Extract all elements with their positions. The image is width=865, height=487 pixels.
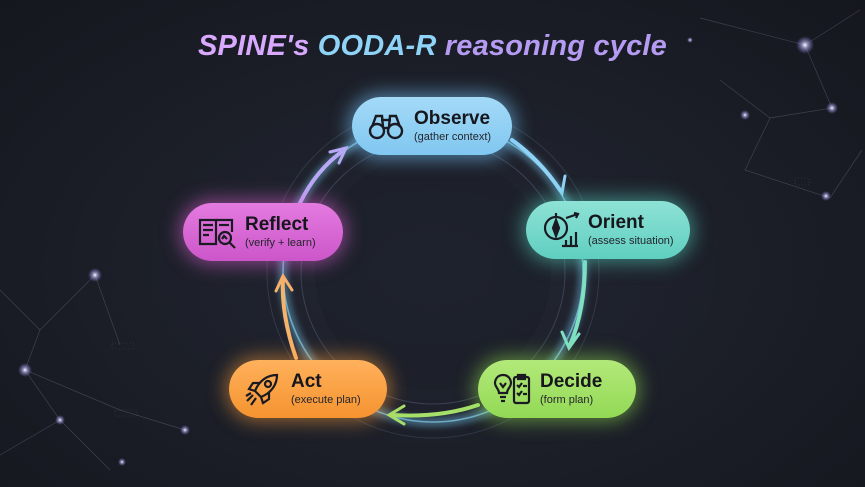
stage-reflect-desc: (verify + learn) [245,237,316,250]
binoculars-icon [366,106,406,146]
stage-observe: Observe (gather context) [352,97,512,155]
stage-decide-desc: (form plan) [540,394,594,407]
title-part-spine: SPINE's [197,30,310,62]
stars [18,36,838,466]
title-part-ooda: OODA-R [317,30,437,62]
arrow-orient-to-decide [568,260,587,347]
arrow-decide-to-act [390,403,480,418]
stage-act-label: Act [291,370,322,392]
stage-orient: Orient (assess situation) [526,201,690,259]
lightbulb-checklist-icon [492,369,532,409]
stage-orient-desc: (assess situation) [588,235,674,248]
title-part-cycle: reasoning cycle [444,30,667,62]
stage-act-desc: (execute plan) [291,394,361,407]
stage-act: Act (execute plan) [229,360,387,418]
book-magnifier-icon [197,212,237,252]
arrow-reflect-to-observe [298,148,346,205]
stage-decide: Decide (form plan) [478,360,636,418]
compass-chart-icon [540,210,580,250]
stage-decide-label: Decide [540,370,603,392]
diagram-title: SPINE's OODA-R reasoning cycle [0,30,865,63]
arrow-act-to-reflect [280,276,298,360]
dot-grids [111,177,810,417]
stage-observe-label: Observe [414,107,491,129]
stage-observe-desc: (gather context) [414,131,492,144]
cycle-arrows [274,138,587,426]
stage-orient-label: Orient [588,211,644,233]
rocket-icon [243,369,283,409]
stage-reflect-label: Reflect [245,213,309,235]
stage-reflect: Reflect (verify + learn) [183,203,343,261]
